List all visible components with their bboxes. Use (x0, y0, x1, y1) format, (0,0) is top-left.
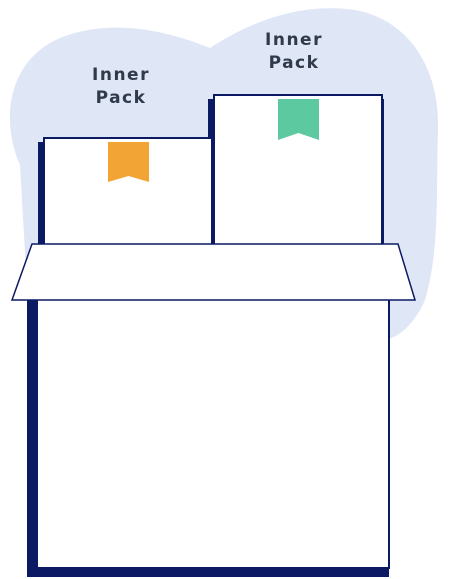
label-line-1: Inner (249, 29, 339, 52)
inner-pack-right-label: Inner Pack (249, 29, 339, 75)
box-lid (12, 244, 415, 300)
outer-box (27, 282, 389, 577)
inner-pack-right (208, 95, 384, 259)
inner-pack-left (38, 138, 214, 260)
label-line-2: Pack (249, 52, 339, 75)
label-line-2: Pack (76, 87, 166, 110)
inner-pack-left-label: Inner Pack (76, 64, 166, 110)
label-line-1: Inner (76, 64, 166, 87)
bookmark-tab-icon (108, 142, 149, 182)
